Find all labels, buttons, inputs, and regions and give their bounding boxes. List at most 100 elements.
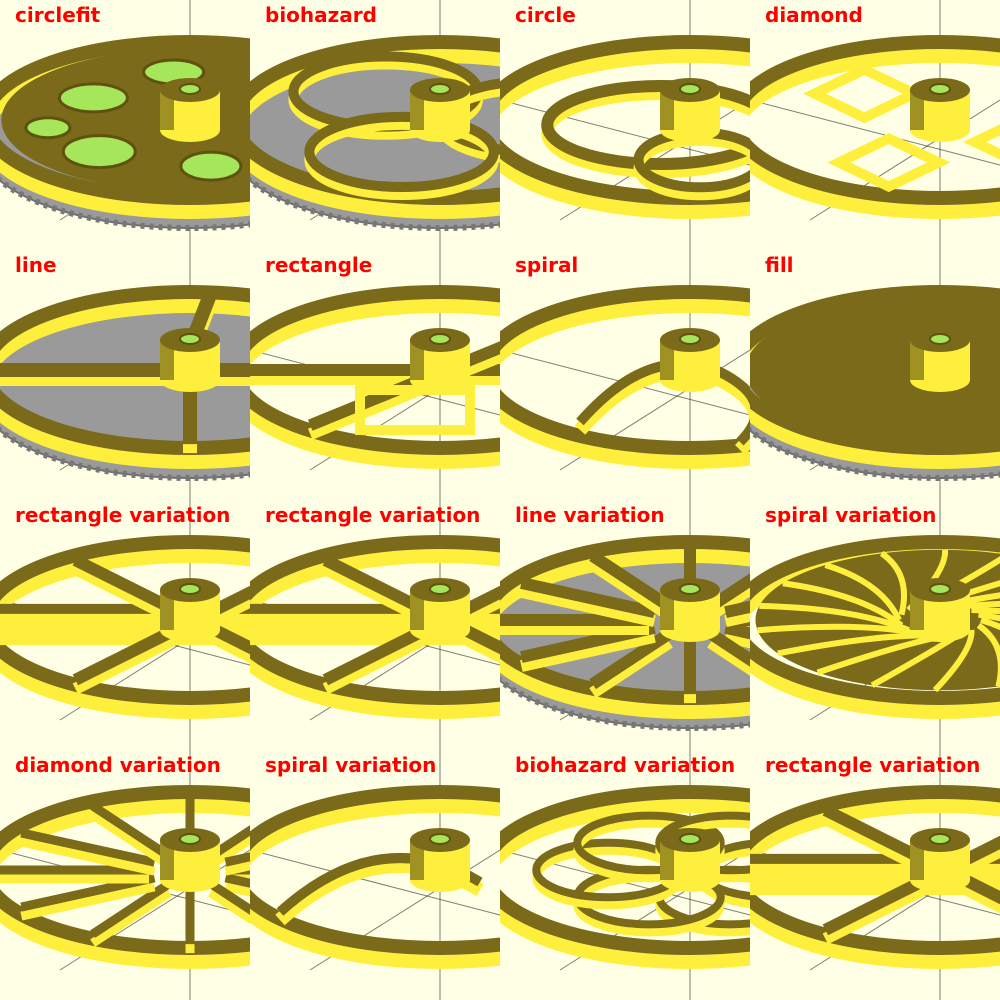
spoke — [520, 577, 656, 619]
outer-ring-side — [500, 299, 750, 469]
spoke — [90, 879, 172, 938]
outer-ring-side — [250, 799, 500, 969]
axis-line — [750, 99, 1000, 166]
spoke-side — [20, 882, 156, 921]
spiral-fin — [879, 550, 907, 616]
spoke — [224, 873, 250, 888]
hub-bore — [679, 583, 701, 595]
tile-rectangle-variation-3: rectangle variation — [750, 750, 1000, 1000]
hub-bore — [929, 833, 951, 845]
spoke-side — [589, 637, 673, 699]
outer-ring-side — [0, 549, 250, 719]
axis-line — [500, 99, 750, 166]
hub-shade — [660, 840, 674, 880]
spoke-side — [724, 630, 750, 649]
spiral-fin — [960, 600, 1000, 610]
diamond-frame — [827, 133, 951, 193]
gear-render — [500, 750, 750, 1000]
hub-bore — [929, 333, 951, 345]
hub-bore — [429, 333, 451, 345]
hub-shade — [910, 590, 924, 630]
ring — [304, 111, 499, 193]
gear-render — [500, 0, 750, 250]
hub-bottom — [160, 868, 220, 892]
hole — [57, 82, 129, 114]
gear-render — [0, 0, 250, 250]
hub-bore — [679, 333, 701, 345]
infill-pattern — [500, 545, 750, 704]
hub-shade — [160, 840, 174, 880]
spoke — [208, 879, 250, 915]
gear-render — [0, 750, 250, 1000]
hub-bore — [179, 833, 201, 845]
gear-render — [750, 750, 1000, 1000]
outer-ring-side — [250, 549, 500, 719]
hub-shade — [910, 90, 924, 130]
hub-bottom — [660, 618, 720, 642]
hole — [24, 116, 72, 140]
outer-ring — [500, 285, 750, 455]
diamond-frame — [963, 124, 1000, 160]
tile-label: circle — [515, 3, 576, 27]
outer-ring-side — [250, 299, 500, 469]
outer-ring-side — [500, 799, 750, 969]
spoke — [589, 550, 673, 612]
gear-render — [0, 250, 250, 500]
hub-bottom — [910, 368, 970, 392]
ring — [655, 811, 750, 875]
tile-label: fill — [765, 253, 794, 277]
hub-shade — [160, 340, 174, 380]
tile-rectangle-variation-2: rectangle variation — [250, 500, 500, 750]
spoke-side — [707, 637, 750, 676]
spoke-side — [90, 888, 172, 947]
hub-bore — [929, 83, 951, 95]
tile-label: biohazard variation — [515, 753, 736, 777]
spoke-side — [707, 582, 750, 621]
tile-label: line variation — [515, 503, 665, 527]
hub-bottom — [660, 868, 720, 892]
hub-bottom — [410, 368, 470, 392]
spiral-fin — [932, 629, 975, 693]
gear-render — [750, 250, 1000, 500]
hub-shade — [910, 340, 924, 380]
spoke — [724, 621, 750, 640]
hub-bottom — [660, 118, 720, 142]
ring — [541, 80, 750, 170]
spiral-fin — [971, 606, 1000, 615]
hub-shade — [160, 90, 174, 130]
spoke-side — [589, 559, 673, 621]
hub-bore — [179, 83, 201, 95]
tile-label: rectangle variation — [265, 503, 481, 527]
hub-bottom — [160, 368, 220, 392]
tile-label: rectangle variation — [765, 753, 981, 777]
tile-label: rectangle — [265, 253, 373, 277]
gear-render — [0, 500, 250, 750]
tile-spiral: spiral — [500, 250, 750, 500]
spoke-side — [20, 837, 156, 876]
spiral-fin — [759, 602, 910, 633]
hub-bore — [929, 583, 951, 595]
tile-label: diamond variation — [15, 753, 221, 777]
rect-frame — [355, 385, 475, 435]
tile-diamond-variation: diamond variation — [0, 750, 250, 1000]
hub-bottom — [410, 868, 470, 892]
infill-pattern — [0, 795, 250, 954]
gear-render — [750, 500, 1000, 750]
hub-bore — [179, 583, 201, 595]
spoke — [208, 825, 250, 861]
hub-bottom — [910, 118, 970, 142]
outer-ring — [750, 785, 1000, 955]
tile-label: line — [15, 253, 57, 277]
hub-bore — [429, 83, 451, 95]
outer-ring-side — [250, 49, 500, 219]
axis-line — [250, 849, 500, 916]
hub-bottom — [910, 868, 970, 892]
spoke — [707, 573, 750, 612]
hub-shade — [410, 590, 424, 630]
tile-rectangle-variation-1: rectangle variation — [0, 500, 250, 750]
spoke-side — [208, 834, 250, 870]
hub-shade — [660, 340, 674, 380]
hub-bore — [429, 833, 451, 845]
spoke — [707, 628, 750, 667]
outer-ring — [250, 785, 500, 955]
